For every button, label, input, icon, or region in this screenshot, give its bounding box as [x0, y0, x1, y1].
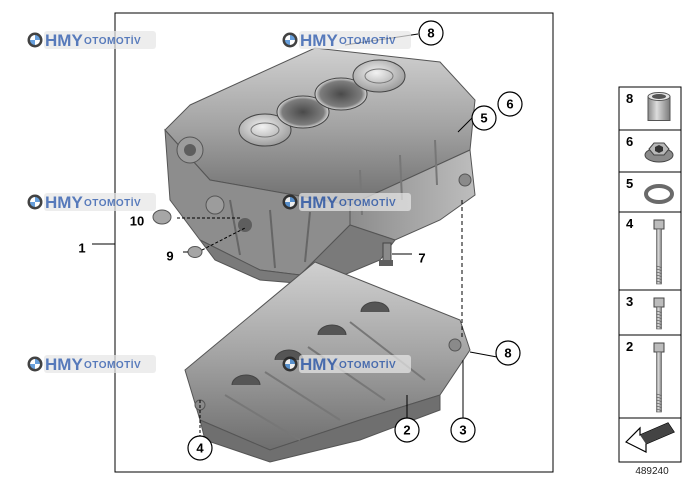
callout-10: 10 — [130, 214, 144, 229]
watermark-suffix: OTOMOTİV — [339, 358, 396, 371]
callout-2: 2 — [394, 417, 420, 443]
engine-block — [164, 47, 476, 286]
brand-roundel-icon — [27, 32, 43, 48]
watermark-brand: HMY — [45, 31, 83, 50]
callout-8a: 8 — [418, 20, 444, 46]
legend-number: 3 — [626, 294, 633, 309]
legend-number: 2 — [626, 339, 633, 354]
callout-7: 7 — [418, 251, 425, 266]
callout-label: 8 — [427, 26, 434, 41]
watermark-brand: HMY — [300, 355, 338, 374]
legend-number: 6 — [626, 134, 633, 149]
watermark-brand: HMY — [300, 193, 338, 212]
watermark-brand: HMY — [45, 355, 83, 374]
brand-roundel-icon — [27, 194, 43, 210]
callout-label: 2 — [403, 423, 410, 438]
gasket-ring-icon — [644, 184, 674, 204]
callout-label: 9 — [166, 249, 173, 264]
callout-9: 9 — [166, 249, 173, 264]
long-bolt-icon — [653, 219, 665, 285]
callout-label: 4 — [196, 441, 204, 456]
legend-number: 5 — [626, 176, 633, 191]
watermark-suffix: OTOMOTİV — [339, 34, 396, 47]
watermark-brand: HMY — [300, 31, 338, 50]
callout-label: 5 — [480, 111, 487, 126]
watermark-suffix: OTOMOTİV — [84, 196, 141, 209]
parts-legend: 8 6 5 4 3 2 — [618, 86, 682, 463]
callout-label: 7 — [418, 251, 425, 266]
legend-number: 4 — [626, 216, 634, 231]
callout-label: 8 — [504, 346, 511, 361]
brand-roundel-icon — [282, 32, 298, 48]
watermark-brand: HMY — [45, 193, 83, 212]
callout-6: 6 — [497, 91, 523, 117]
legend-number: 8 — [626, 91, 633, 106]
callout-1: 1 — [78, 241, 85, 256]
medium-bolt-icon — [653, 342, 665, 413]
diagram-frame — [114, 12, 554, 473]
direction-arrow-icon — [624, 422, 675, 453]
callout-label: 3 — [459, 423, 466, 438]
callout-5: 5 — [471, 105, 497, 131]
callout-labels: 1 2 3 4 5 6 7 8 8 9 10 — [78, 20, 523, 461]
callout-4: 4 — [187, 435, 213, 461]
callout-label: 1 — [78, 241, 85, 256]
plug-cap-10 — [152, 209, 172, 225]
callout-3: 3 — [450, 417, 476, 443]
brand-roundel-icon — [282, 194, 298, 210]
watermark-suffix: OTOMOTİV — [84, 358, 141, 371]
brand-roundel-icon — [27, 356, 43, 372]
watermark-suffix: OTOMOTİV — [84, 34, 141, 47]
screw-plug-icon — [644, 142, 674, 163]
dowel-sleeve-icon — [647, 92, 671, 121]
plug-cap-9 — [187, 246, 203, 258]
sensor-7 — [379, 242, 393, 266]
callout-label: 6 — [506, 97, 513, 112]
brand-roundel-icon — [282, 356, 298, 372]
callout-8b: 8 — [495, 340, 521, 366]
watermark-suffix: OTOMOTİV — [339, 196, 396, 209]
short-bolt-icon — [653, 297, 665, 330]
reference-number: 489240 — [635, 466, 669, 477]
callout-label: 10 — [130, 214, 144, 229]
